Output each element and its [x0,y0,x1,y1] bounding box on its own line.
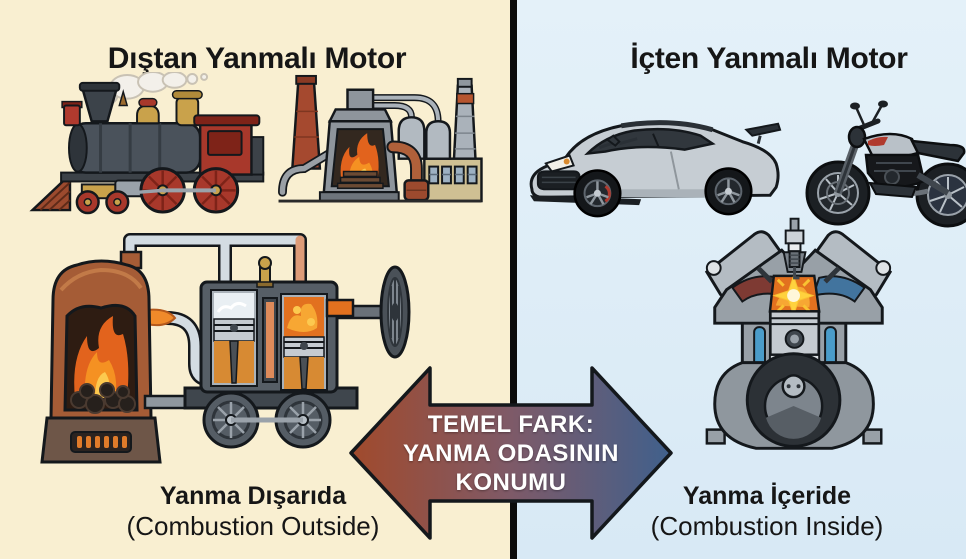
left-caption-main: Yanma Dışarıda [159,482,347,510]
steam-engine-diagram-icon [40,233,411,464]
arrow-caption: TEMEL FARK: YANMA ODASININ KONUMU [348,365,674,541]
right-caption-translation: (Combustion Inside) [650,511,884,541]
arrow-caption-line3: KONUMU [455,468,567,496]
right-caption-main: Yanma İçeride [682,482,852,510]
engine-cylinder-diagram-icon [704,217,893,450]
key-difference-arrow: TEMEL FARK: YANMA ODASININ KONUMU [348,365,674,541]
left-caption: Yanma Dışarıda (Combustion Outside) [53,481,453,541]
factory-furnace-icon [278,74,483,203]
right-panel-title: İçten Yanmalı Motor [630,42,908,76]
panel-divider [510,0,517,559]
steam-locomotive-icon [29,72,265,215]
left-panel-title: Dıştan Yanmalı Motor [107,42,407,76]
arrow-caption-line1: TEMEL FARK: [427,410,595,438]
left-caption-translation: (Combustion Outside) [126,511,380,541]
sports-car-icon [529,120,782,218]
motorcycle-icon [805,100,966,228]
right-caption: Yanma İçeride (Combustion Inside) [567,481,966,541]
double-arrow-icon [349,366,673,540]
arrow-caption-line2: YANMA ODASININ [403,439,619,467]
